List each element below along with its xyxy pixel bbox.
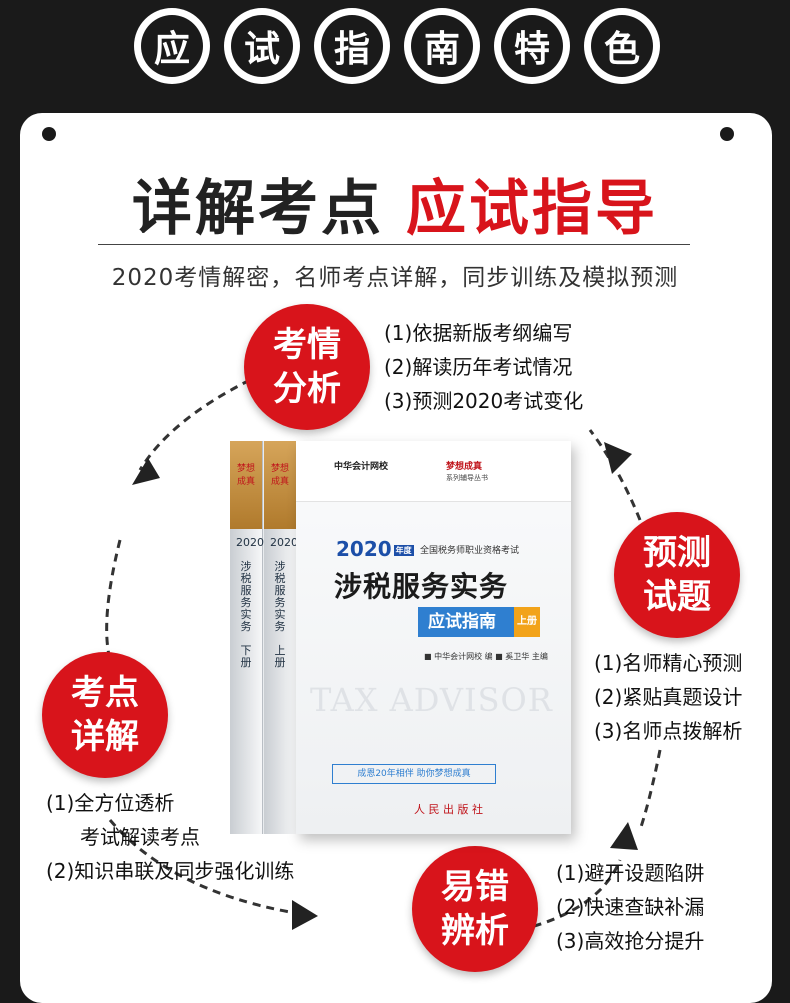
cover-slogan: 成恩20年相伴 助你梦想成真	[332, 764, 496, 784]
subtitle: 2020考情解密，名师考点详解，同步训练及模拟预测	[111, 265, 679, 291]
list-points: (1)全方位透析 考试解读考点 (2)知识串联及同步强化训练	[46, 786, 294, 888]
bubble-text: 易错	[441, 867, 509, 907]
list-analysis: (1)依据新版考纲编写 (2)解读历年考试情况 (3)预测2020考试变化	[384, 316, 583, 418]
list-item: (2)知识串联及同步强化训练	[46, 859, 295, 883]
bubble-text: 预测	[643, 533, 711, 573]
header-char: 特	[501, 15, 563, 77]
spine-name: 涉税服务实务	[274, 560, 286, 633]
list-item: 考试解读考点	[80, 825, 200, 849]
cover-watermark: TAX ADVISOR	[310, 681, 553, 719]
list-item: (1)全方位透析	[46, 791, 175, 815]
header-char: 色	[591, 15, 653, 77]
cover-volume: 上册	[514, 607, 540, 637]
spine-year: 2020	[270, 536, 298, 549]
bubble-errors: 易错 辨析	[412, 846, 538, 972]
spine-top-band	[230, 441, 262, 529]
spine-volume: 上册	[274, 644, 286, 669]
header-char-circle: 指	[314, 8, 390, 84]
title-black: 详解考点	[132, 174, 384, 244]
list-item: (1)名师精心预测	[594, 651, 743, 675]
arrow-icon	[132, 458, 160, 485]
cover-year-num: 2020	[336, 537, 392, 561]
header-char-circle: 特	[494, 8, 570, 84]
cover-author: ■ 中华会计网校 编 ■ 奚卫华 主编	[424, 652, 548, 661]
spine-series: 梦想成真	[236, 464, 255, 487]
list-predict: (1)名师精心预测 (2)紧贴真题设计 (3)名师点拨解析	[594, 646, 742, 748]
cover-exam: 全国税务师职业资格考试	[420, 546, 520, 556]
bubble-text: 详解	[71, 717, 139, 757]
cover-guide-text: 应试指南	[428, 612, 496, 632]
bubble-text: 辨析	[441, 911, 509, 951]
arrow-icon	[292, 900, 318, 930]
list-item: (3)高效抢分提升	[556, 929, 705, 953]
list-item: (2)解读历年考试情况	[384, 355, 573, 379]
spine-year: 2020	[236, 536, 264, 549]
spine-series: 梦想成真	[270, 464, 289, 487]
header-banner: 应 试 指 南 特 色	[0, 0, 790, 105]
header-char: 试	[231, 15, 293, 77]
cover-series: 梦想成真	[446, 462, 483, 472]
spine-volume: 下册	[240, 644, 252, 669]
cover-book-name: 涉税服务实务	[334, 570, 509, 603]
cover-guide-label: 应试指南上册	[418, 607, 540, 637]
cover-school: 中华会计网校	[334, 462, 389, 472]
bubble-analysis: 考情 分析	[244, 304, 370, 430]
bubble-text: 考情	[273, 325, 341, 365]
bubble-text: 试题	[643, 577, 711, 617]
spine-title: 2020 涉税服务实务 下册	[236, 537, 264, 669]
arrow-icon	[610, 822, 638, 850]
book-spine-back: 梦想成真 2020 涉税服务实务 下册	[230, 441, 264, 834]
header-char-circle: 试	[224, 8, 300, 84]
spine-top-band	[264, 441, 296, 529]
spine-name: 涉税服务实务	[240, 560, 252, 633]
header-char: 应	[141, 15, 203, 77]
header-char-circle: 南	[404, 8, 480, 84]
header-char-circle: 应	[134, 8, 210, 84]
list-item: (2)紧贴真题设计	[594, 685, 743, 709]
title-divider	[98, 244, 690, 245]
cover-year-tag: 年度	[393, 545, 414, 556]
header-char-circle: 色	[584, 8, 660, 84]
bubble-predict: 预测 试题	[614, 512, 740, 638]
cover-series-sub: 系列辅导丛书	[446, 474, 488, 482]
list-item: (1)依据新版考纲编写	[384, 321, 573, 345]
spine-title: 2020 涉税服务实务 上册	[270, 537, 298, 669]
cover-top-band	[296, 441, 571, 502]
book-spine-front: 梦想成真 2020 涉税服务实务 上册	[264, 441, 298, 834]
cover-publisher: 人 民 出 版 社	[414, 803, 483, 816]
card-dot-left	[42, 127, 56, 141]
list-item: (1)避开设题陷阱	[556, 861, 705, 885]
list-item: (2)快速查缺补漏	[556, 895, 705, 919]
bubble-points: 考点 详解	[42, 652, 168, 778]
header-char: 南	[411, 15, 473, 77]
title-red: 应试指导	[406, 174, 658, 244]
main-title: 详解考点应试指导	[0, 160, 790, 247]
bubble-text: 分析	[273, 369, 341, 409]
list-item: (3)名师点拨解析	[594, 719, 743, 743]
header-char: 指	[321, 15, 383, 77]
list-item: (3)预测2020考试变化	[384, 389, 584, 413]
arrow-icon	[604, 442, 632, 474]
bubble-text: 考点	[71, 673, 139, 713]
list-errors: (1)避开设题陷阱 (2)快速查缺补漏 (3)高效抢分提升	[556, 856, 704, 958]
card-dot-right	[720, 127, 734, 141]
